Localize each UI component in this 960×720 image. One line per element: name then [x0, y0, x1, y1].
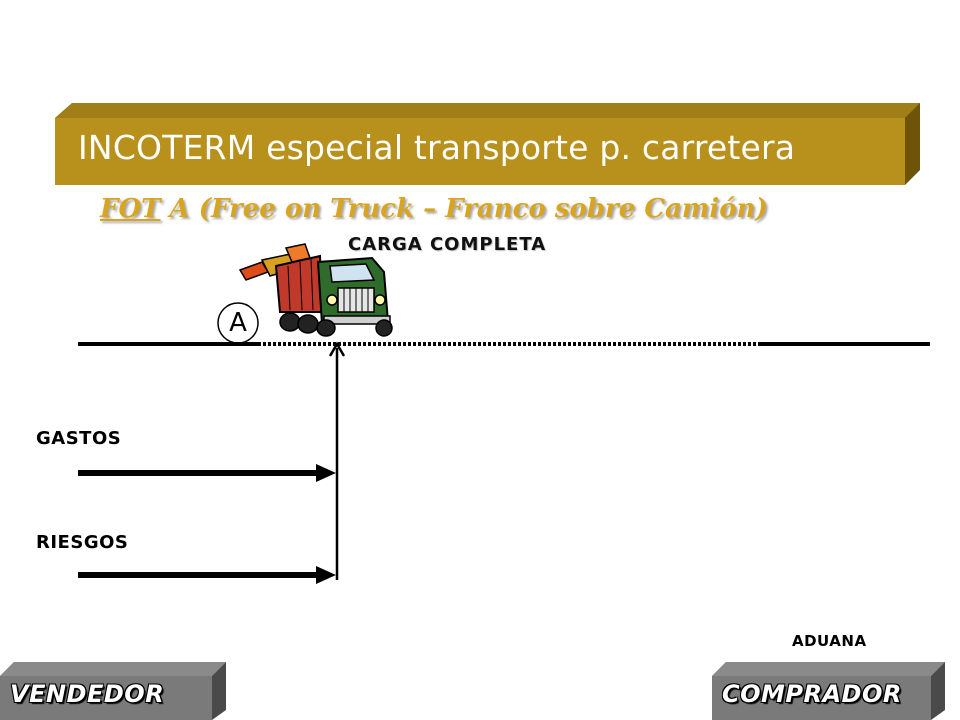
banner-title: INCOTERM especial transporte p. carreter…: [78, 128, 796, 167]
riesgos-arrow: [78, 566, 336, 584]
vendedor-box: [0, 662, 226, 720]
gastos-arrow: [78, 464, 336, 482]
marker-a-circle: [217, 302, 259, 344]
comprador-box: [712, 662, 945, 720]
aduana-label: ADUANA: [792, 632, 867, 650]
subtitle-fot: FOT: [100, 194, 161, 224]
carga-completa-label: CARGA COMPLETA: [348, 234, 547, 255]
marker-a-label: A: [229, 308, 247, 338]
subtitle-rest: A (Free on Truck – Franco sobre Camión): [160, 194, 768, 224]
delivery-point-line: [328, 341, 346, 580]
comprador-label: COMPRADOR: [722, 680, 902, 708]
riesgos-label: RIESGOS: [36, 532, 129, 553]
title-banner: [55, 103, 920, 185]
vendedor-label: VENDEDOR: [10, 680, 165, 708]
subtitle: FOT A (Free on Truck – Franco sobre Cami…: [100, 194, 900, 224]
dump-truck-icon: [238, 243, 393, 337]
gastos-label: GASTOS: [36, 428, 122, 449]
